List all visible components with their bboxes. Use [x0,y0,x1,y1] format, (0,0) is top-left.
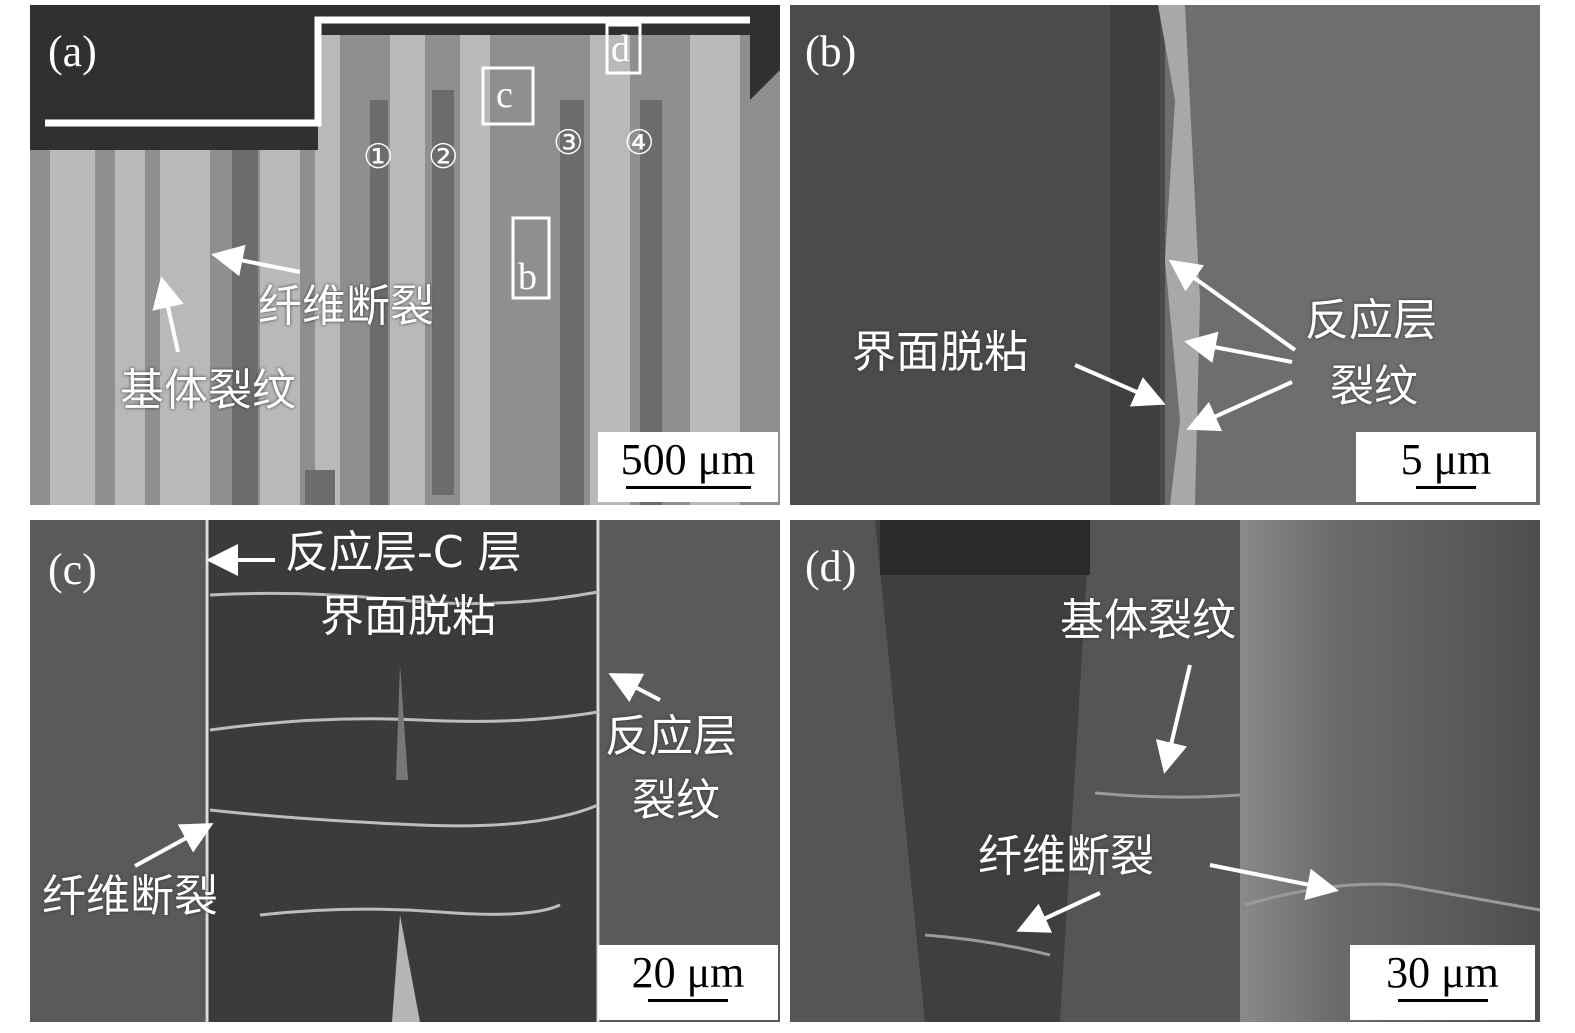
arrow-reaction-crack-c [608,673,661,703]
annotation-matrix-crack-d: 基体裂纹 [1060,595,1236,646]
annotation-reaction-layer-c: 反应层 [605,711,737,762]
fiber-number-2: ② [428,137,459,177]
annotation-fiber-fracture-a: 纤维断裂 [258,281,434,332]
panel-a-image [30,5,780,505]
scale-bar-c: 20 μm [598,945,778,1020]
panel-d-image [790,520,1541,1022]
panel-a-label: (a) [48,27,97,76]
scale-bar-a-text: 500 μm [620,435,756,484]
arrow-fiber-fracture-a [211,244,301,277]
arrow-fiber-fracture-d2 [1016,891,1101,933]
panel-b-image [790,5,1540,505]
arrow-reaction-crack-b3 [1186,380,1293,432]
box-label-b: b [518,256,537,298]
annotation-crack-b: 裂纹 [1330,361,1418,412]
annotation-reaction-layer-b: 反应层 [1305,295,1437,346]
arrow-fiber-fracture-c [134,823,214,868]
panel-c-label: (c) [48,545,97,594]
annotation-reaction-c-layer: 反应层-C 层 [285,527,522,578]
annotation-fiber-fracture-c: 纤维断裂 [42,871,218,922]
annotation-fiber-fracture-d: 纤维断裂 [978,831,1154,882]
fiber-number-1: ① [363,137,394,177]
annotation-crack-c: 裂纹 [632,775,720,826]
annotation-matrix-crack-a: 基体裂纹 [120,365,296,416]
arrow-matrix-crack-a [152,276,184,353]
panel-c-image [30,520,780,1022]
scale-bar-b: 5 μm [1356,432,1536,502]
scale-bar-a: 500 μm [598,432,778,502]
annotation-debond-c: 界面脱粘 [320,591,496,642]
scale-bar-c-text: 20 μm [631,948,745,997]
panel-d-label: (d) [805,542,857,591]
arrow-reaction-crack-b2 [1184,331,1293,364]
scale-bar-d-text: 30 μm [1386,948,1499,997]
box-label-c: c [496,74,513,116]
panel-b-label: (b) [805,27,857,76]
scale-bar-b-text: 5 μm [1400,435,1492,484]
arrow-matrix-crack-d [1155,664,1192,774]
box-label-d: d [611,28,630,70]
fiber-number-3: ③ [553,123,584,163]
arrow-debond-b [1074,363,1166,407]
arrow-fiber-fracture-d1 [1209,863,1339,901]
arrow-reaction-crack-b1 [1168,259,1297,352]
scale-bar-d: 30 μm [1350,945,1535,1020]
annotation-debond-b: 界面脱粘 [852,327,1028,378]
fiber-number-4: ④ [624,123,655,163]
